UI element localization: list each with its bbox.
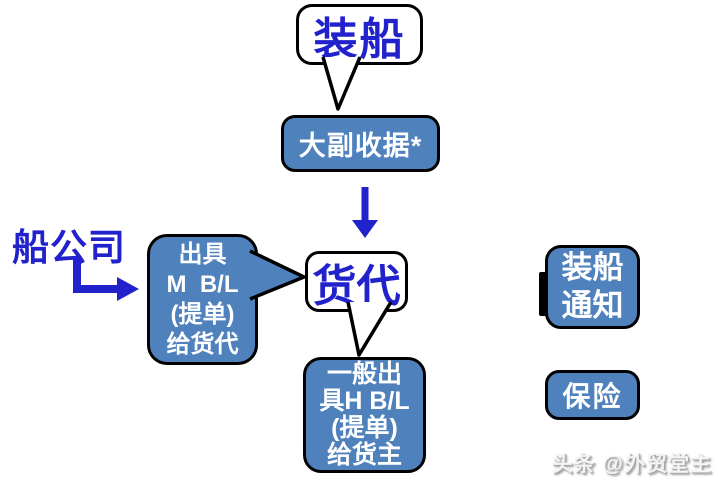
forwarder-bubble-label: 货代 bbox=[312, 260, 401, 312]
shipping-notice-tail-notch bbox=[539, 272, 549, 316]
loading-bubble: 装船 bbox=[296, 4, 423, 65]
watermark: 头条 @外贸堂主 bbox=[552, 448, 712, 478]
hbl-line-3: (提单) bbox=[331, 414, 398, 442]
forwarder-bubble: 货代 bbox=[305, 251, 408, 312]
mbl-callout-tail-icon bbox=[249, 249, 306, 301]
shipping-company-text: 船公司 bbox=[12, 225, 126, 269]
shipping-notice-box: 装船 通知 bbox=[545, 245, 640, 329]
mbl-line-2: M B/L bbox=[166, 270, 239, 298]
mbl-line-4: 给货代 bbox=[166, 330, 239, 358]
mbl-line-3: (提单) bbox=[170, 300, 235, 328]
hbl-line-1: 一般出 bbox=[326, 360, 402, 388]
shipping-company-label: 船公司 bbox=[12, 217, 126, 271]
watermark-text: 头条 @外贸堂主 bbox=[551, 453, 712, 476]
down-arrow-icon bbox=[352, 187, 378, 238]
mbl-callout: 出具 M B/L (提单) 给货代 bbox=[147, 234, 258, 365]
mbl-line-1: 出具 bbox=[178, 240, 227, 268]
insurance-label: 保险 bbox=[562, 381, 623, 412]
mate-receipt-box: 大副收据* bbox=[281, 115, 440, 172]
loading-bubble-label: 装船 bbox=[313, 13, 406, 65]
shipping-notice-line-2: 通知 bbox=[561, 288, 624, 323]
shipping-notice-line-1: 装船 bbox=[561, 250, 624, 285]
insurance-box: 保险 bbox=[545, 370, 640, 420]
hbl-line-2: 具H B/L bbox=[319, 387, 410, 415]
mate-receipt-label: 大副收据* bbox=[298, 131, 423, 161]
hbl-box: 一般出 具H B/L (提单) 给货主 bbox=[303, 357, 426, 473]
hbl-line-4: 给货主 bbox=[326, 441, 402, 469]
